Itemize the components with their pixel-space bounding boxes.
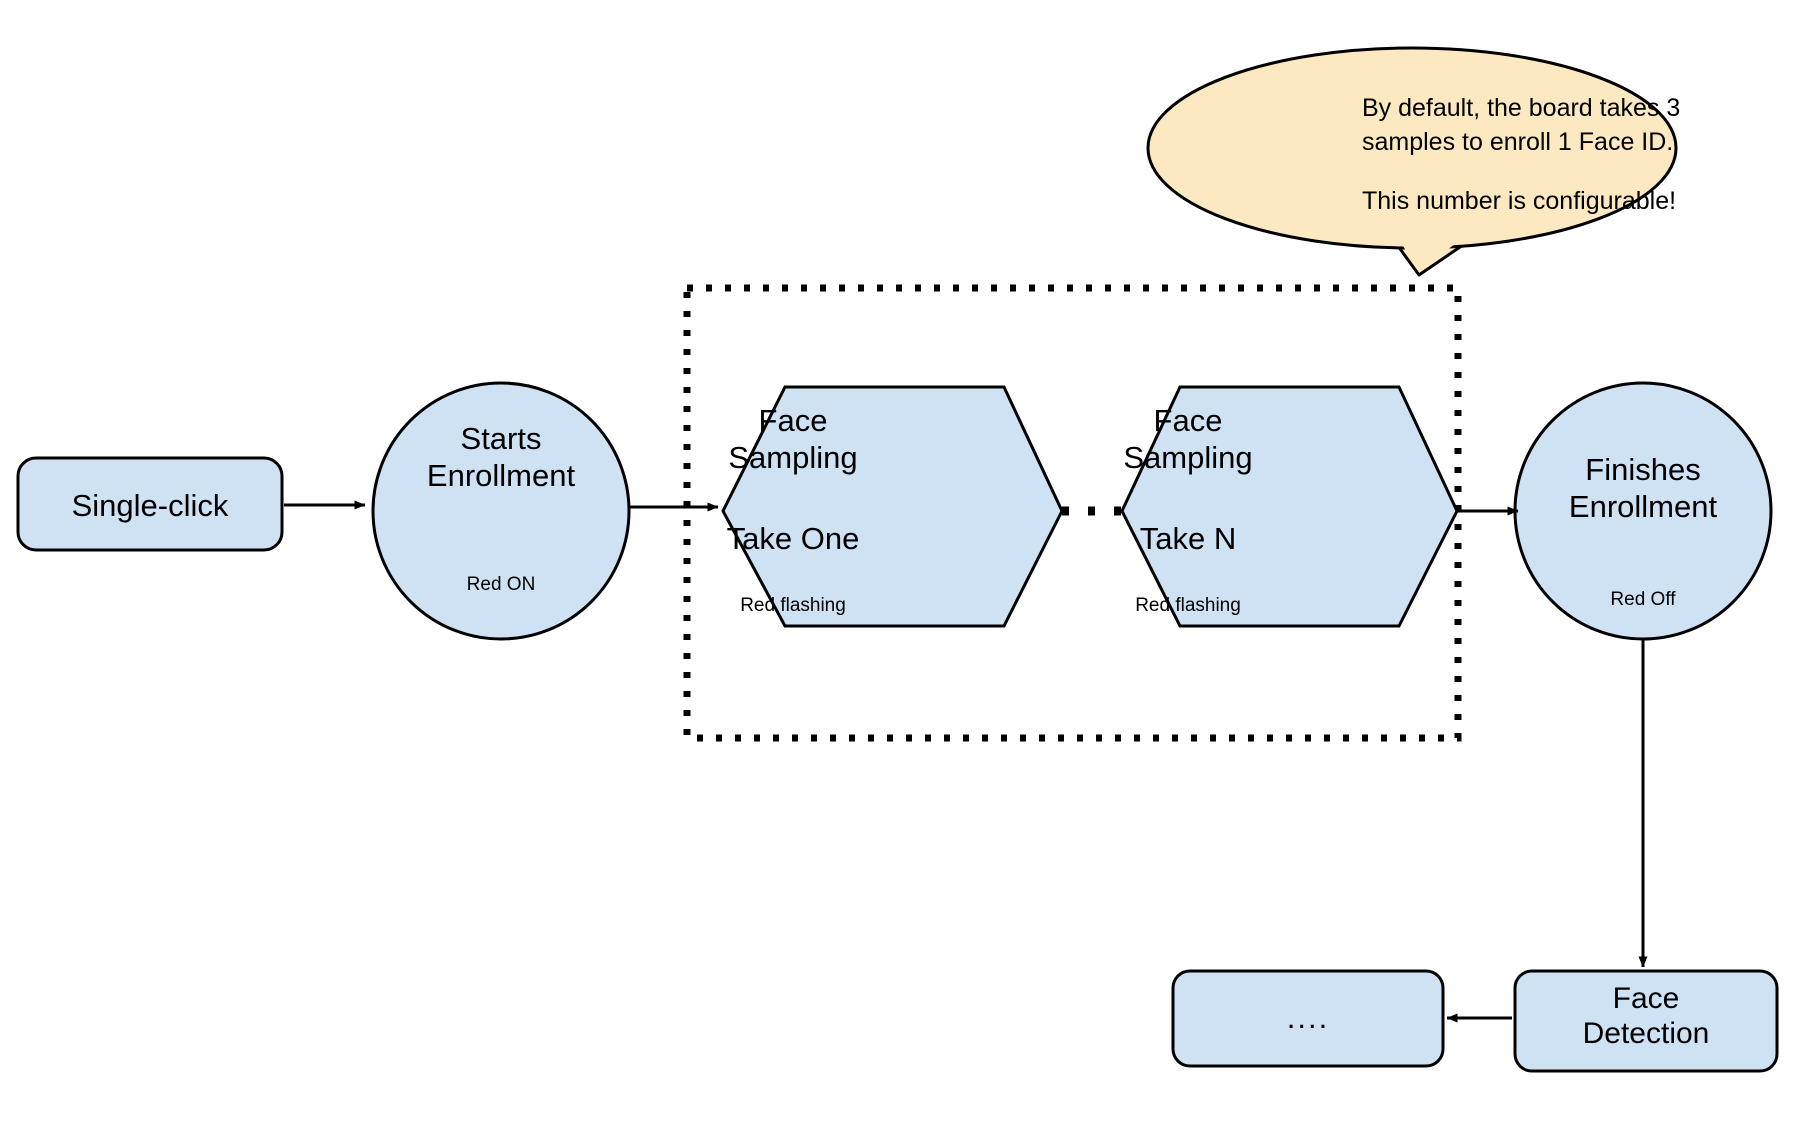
callout-bubble-shape: [1146, 46, 1678, 250]
single-click-node-shape[interactable]: [16, 456, 284, 552]
ellipsis-node-shape[interactable]: [1171, 969, 1445, 1068]
starts-enrollment-node-shape[interactable]: [371, 381, 631, 641]
finishes-enrollment-node-shape[interactable]: [1513, 381, 1773, 641]
face-sampling-n-node-shape[interactable]: [1120, 385, 1459, 628]
face-sampling-one-node-shape[interactable]: [721, 385, 1064, 628]
face-detection-node-shape[interactable]: [1513, 969, 1779, 1073]
sampling-loop-group-box: [683, 284, 1462, 742]
callout-tail-overlay: [1392, 226, 1478, 272]
